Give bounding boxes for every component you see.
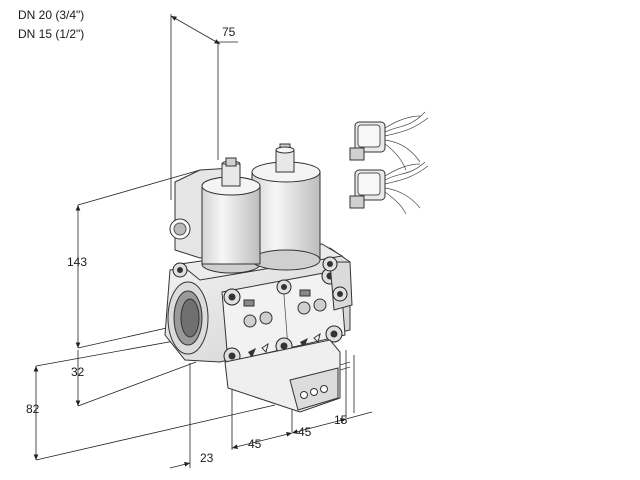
coil-right <box>251 143 321 271</box>
valve-assembly <box>164 143 353 413</box>
dim-82: 82 <box>26 402 40 416</box>
dim-23: 23 <box>200 451 214 465</box>
dim-45-right: 45 <box>298 425 312 439</box>
connector-plug-bottom <box>349 161 429 215</box>
dim-143: 143 <box>67 255 87 269</box>
dim-15: 15 <box>334 413 348 427</box>
connector-plug-top <box>349 111 429 171</box>
test-points <box>243 289 327 358</box>
dim-75: 75 <box>222 25 236 39</box>
dim-45-left: 45 <box>248 437 262 451</box>
size-label-dn20: DN 20 (3/4") <box>18 8 85 22</box>
size-label-dn15: DN 15 (1/2") <box>18 27 85 41</box>
dim-32: 32 <box>71 365 85 379</box>
